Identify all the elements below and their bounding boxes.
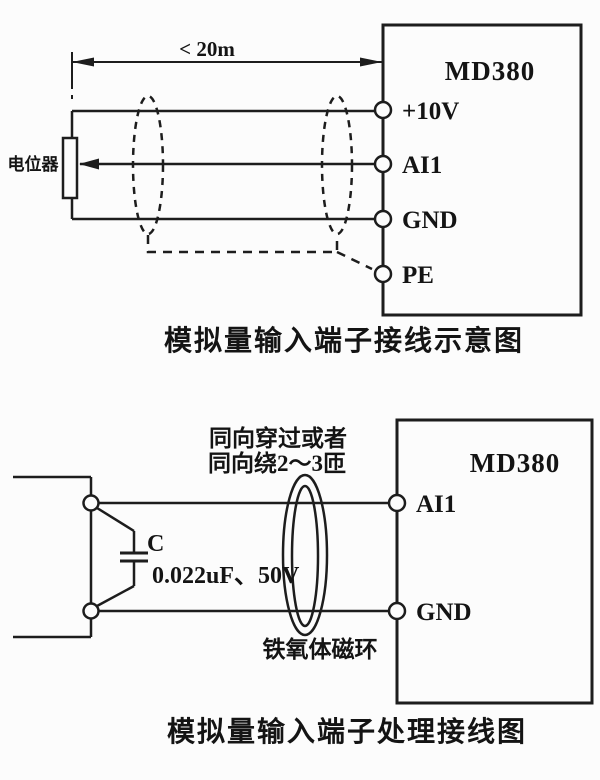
shield-ellipse-right xyxy=(320,94,354,236)
terminal-circle-ai1 xyxy=(373,154,393,174)
capacitor-name-label: C xyxy=(147,531,164,557)
top-diagram xyxy=(61,23,583,317)
ferrite-ring-inner xyxy=(290,484,320,628)
md380-device-label-bottom: MD380 xyxy=(470,448,560,478)
capacitor-lead-bottom-diagonal xyxy=(96,584,135,608)
terminal-label-gnd: GND xyxy=(402,207,458,234)
potentiometer-body xyxy=(61,136,79,200)
terminal-circle-gnd-bottom xyxy=(387,601,407,621)
capacitor-lead-top-diagonal xyxy=(96,506,135,533)
ferrite-note-line1: 同向穿过或者 xyxy=(209,425,347,451)
terminal-circle-pe xyxy=(373,264,393,284)
bottom-diagram-caption: 模拟量输入端子处理接线图 xyxy=(167,715,527,748)
top-diagram-labels: MD380 < 20m 电位器 +10V AI1 GND PE 模拟量输入端子接… xyxy=(8,37,535,357)
potentiometer-wiper-arrow-icon xyxy=(79,158,99,170)
terminal-label-gnd-bottom: GND xyxy=(416,599,472,626)
cable-length-label: < 20m xyxy=(179,37,235,61)
terminal-label-plus10v: +10V xyxy=(402,98,459,125)
potentiometer-label: 电位器 xyxy=(8,154,60,174)
ferrite-ring-outer xyxy=(281,473,329,637)
dimension-arrow-left-icon xyxy=(72,57,94,67)
shield-ellipse-left xyxy=(131,94,165,236)
md380-device-label: MD380 xyxy=(445,56,535,86)
ferrite-ring-label: 铁氧体磁环 xyxy=(263,636,378,662)
junction-node-bottom xyxy=(82,602,100,620)
md380-box-bottom xyxy=(395,418,594,705)
terminal-label-ai1: AI1 xyxy=(402,152,442,179)
terminal-label-ai1-bottom: AI1 xyxy=(416,491,456,518)
shield-drain-wire xyxy=(146,234,373,271)
terminal-circle-plus10v xyxy=(373,100,393,120)
dimension-arrow-right-icon xyxy=(360,57,382,67)
bottom-diagram xyxy=(13,418,594,705)
capacitor-spec-label: 0.022uF、50V xyxy=(152,563,300,589)
bottom-diagram-labels: MD380 同向穿过或者 同向绕2～3匝 C 0.022uF、50V 铁氧体磁环… xyxy=(147,425,560,748)
top-diagram-caption: 模拟量输入端子接线示意图 xyxy=(164,324,524,357)
terminal-label-pe: PE xyxy=(402,262,434,289)
terminal-circle-gnd xyxy=(373,209,393,229)
junction-node-top xyxy=(82,494,100,512)
terminal-circle-ai1-bottom xyxy=(387,493,407,513)
ferrite-note-line2: 同向绕2～3匝 xyxy=(208,450,346,476)
